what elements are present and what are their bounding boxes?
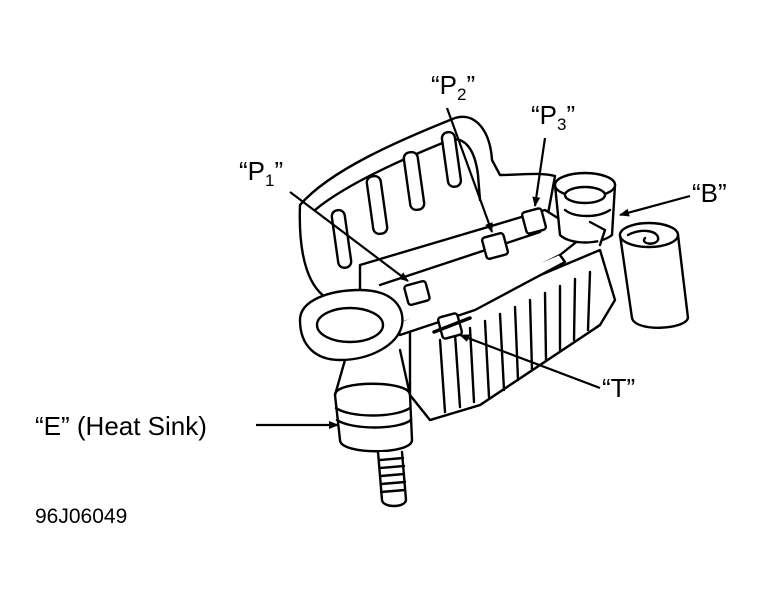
arrow-p1 — [289, 191, 409, 282]
label-t: “T” — [602, 373, 636, 403]
arrow-b — [619, 194, 691, 217]
arrow-p2 — [445, 107, 494, 233]
label-b: “B” — [692, 178, 727, 208]
arrow-t — [459, 333, 601, 390]
label-p1: “P1” — [239, 156, 284, 190]
figure-code: 96J06049 — [35, 505, 128, 528]
leader-arrows — [256, 107, 691, 429]
arrow-p3 — [532, 137, 547, 207]
label-e-heat-sink: “E” (Heat Sink) — [35, 411, 207, 441]
rectifier-housing — [298, 115, 690, 508]
label-p2: “P2” — [431, 70, 476, 104]
label-p3: “P3” — [531, 100, 576, 134]
